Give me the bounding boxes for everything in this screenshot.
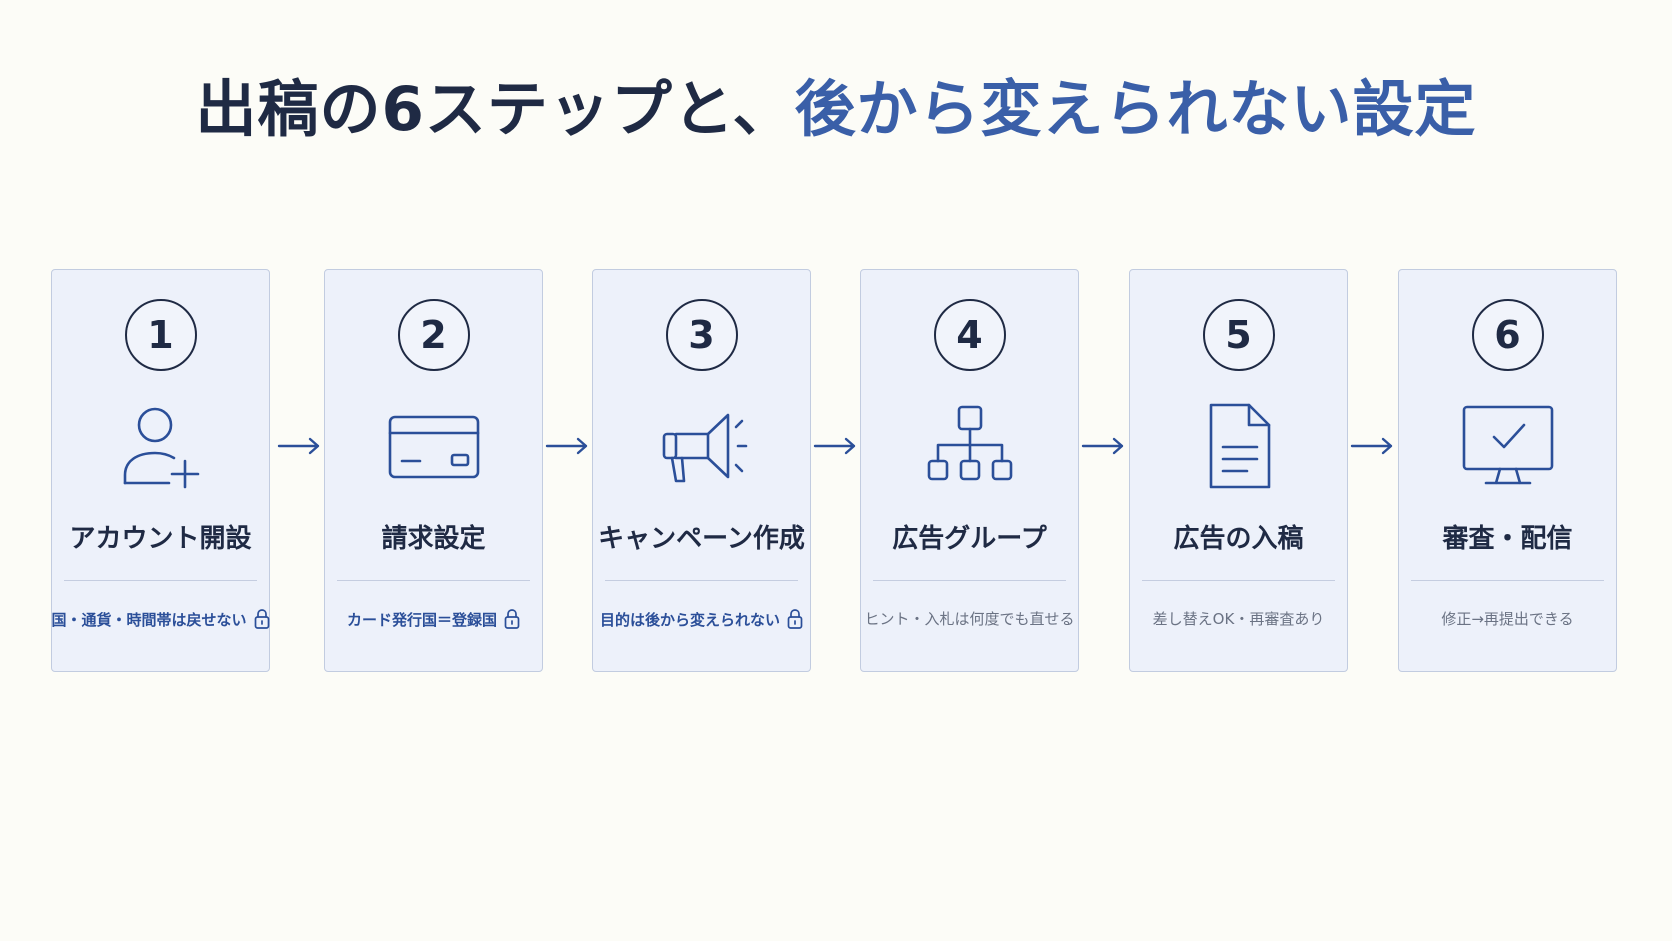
monitor-check-icon: [1458, 401, 1558, 491]
step-number-badge: 1: [124, 299, 197, 371]
step-note: 修正→再提出できる: [1399, 608, 1616, 629]
step-note-text: ヒント・入札は何度でも直せる: [864, 610, 1075, 628]
lock-icon: [254, 608, 270, 630]
step-number-badge: 4: [933, 299, 1006, 371]
step-title: アカウント開設: [69, 524, 252, 554]
arrow-icon: [276, 434, 322, 458]
document-icon: [1189, 401, 1289, 491]
step-card-1: 1 アカウント開設 国・通貨・時間帯は戻せない: [51, 269, 270, 672]
step-card-3: 3 キャンペーン作成 目的は後から変えられない: [592, 269, 811, 672]
step-title: キャンペーン作成: [598, 524, 805, 554]
divider: [605, 580, 798, 581]
step-title: 広告の入稿: [1173, 524, 1304, 554]
step-note-text: カード発行国＝登録国: [346, 610, 497, 629]
arrow-icon: [1080, 434, 1126, 458]
step-title: 広告グループ: [892, 524, 1047, 554]
page-title: 出稿の6ステップと、後から変えられない設定: [0, 72, 1672, 148]
step-note: 差し替えOK・再審査あり: [1130, 608, 1347, 629]
title-part-highlight: 後から変えられない設定: [794, 74, 1477, 145]
divider: [873, 580, 1066, 581]
lock-icon: [787, 608, 803, 630]
step-note-text: 国・通貨・時間帯は戻せない: [51, 610, 247, 629]
arrow-icon: [544, 434, 590, 458]
step-note: 目的は後から変えられない: [593, 608, 810, 630]
step-card-5: 5 広告の入稿 差し替えOK・再審査あり: [1129, 269, 1348, 672]
title-part-main: 出稿の6ステップと、: [195, 74, 795, 145]
step-note: カード発行国＝登録国: [325, 608, 542, 630]
step-number-badge: 2: [397, 299, 470, 371]
step-note-text: 目的は後から変えられない: [599, 610, 780, 629]
step-card-4: 4 広告グループ ヒント・入札は何度でも直せる: [860, 269, 1079, 672]
divider: [337, 580, 530, 581]
step-number-badge: 5: [1202, 299, 1275, 371]
arrow-icon: [1349, 434, 1395, 458]
megaphone-icon: [652, 401, 752, 491]
credit-card-icon: [384, 401, 484, 491]
user-add-icon: [111, 401, 211, 491]
step-note: 国・通貨・時間帯は戻せない: [52, 608, 269, 630]
step-card-6: 6 審査・配信 修正→再提出できる: [1398, 269, 1617, 672]
step-note: ヒント・入札は何度でも直せる: [861, 608, 1078, 629]
divider: [1411, 580, 1604, 581]
step-card-2: 2 請求設定 カード発行国＝登録国: [324, 269, 543, 672]
step-title: 審査・配信: [1442, 524, 1573, 554]
divider: [64, 580, 257, 581]
lock-icon: [504, 608, 520, 630]
step-number-badge: 3: [665, 299, 738, 371]
hierarchy-icon: [920, 401, 1020, 491]
divider: [1142, 580, 1335, 581]
arrow-icon: [812, 434, 858, 458]
step-note-text: 修正→再提出できる: [1441, 610, 1574, 628]
step-title: 請求設定: [381, 524, 486, 554]
step-note-text: 差し替えOK・再審査あり: [1152, 610, 1325, 628]
step-number-badge: 6: [1471, 299, 1544, 371]
